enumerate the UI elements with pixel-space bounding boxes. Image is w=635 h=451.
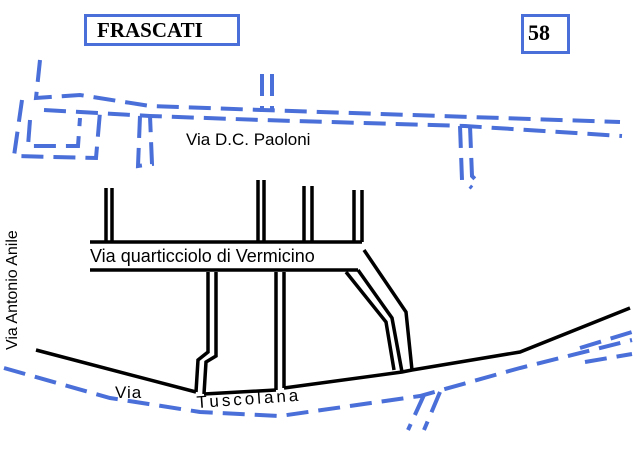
road-vertical-1 (194, 272, 218, 395)
road-vertical-2 (274, 272, 286, 390)
road-stub-4 (352, 190, 364, 242)
dashed-road-spur-2 (260, 74, 274, 112)
street-label-tuscolana-via: Via (115, 383, 143, 402)
title-box (84, 14, 240, 46)
road-stub-1 (104, 188, 114, 242)
street-label-quarticciolo: Via quarticciolo di Vermicino (90, 246, 315, 267)
road-diagonal-inner (344, 270, 396, 371)
dashed-road-bottom-spur-2 (422, 391, 442, 431)
solid-roads (35, 180, 631, 396)
street-label-anile: Via Antonio Anile (4, 230, 21, 350)
road-stub-2 (256, 180, 266, 242)
dashed-road-bottom-spur-1 (406, 394, 426, 431)
map-title: FRASCATI (97, 18, 203, 42)
dashed-road-spur-3 (458, 125, 482, 190)
dashed-road-left-inner-loop (25, 117, 82, 148)
dashed-road-left-loop (11, 99, 102, 161)
street-label-paoloni: Via D.C. Paoloni (186, 130, 311, 149)
map-number-box (521, 14, 570, 54)
dashed-road-right-fork-2 (584, 352, 633, 364)
dashed-road-tuscolana-main (3, 338, 633, 419)
road-anile-tuscolana (35, 348, 197, 394)
dashed-roads-lower (3, 330, 633, 431)
road-tuscolana-segment (203, 306, 631, 396)
road-diagonal-east (356, 249, 414, 373)
dashed-road-top-outer (33, 59, 621, 124)
dashed-road-right-fork-1 (579, 330, 633, 350)
dashed-road-top-inner (43, 108, 623, 138)
road-stub-3 (302, 186, 314, 242)
map-number: 58 (528, 20, 550, 45)
dashed-road-spur-1 (135, 115, 155, 169)
dashed-roads-upper (11, 59, 623, 190)
